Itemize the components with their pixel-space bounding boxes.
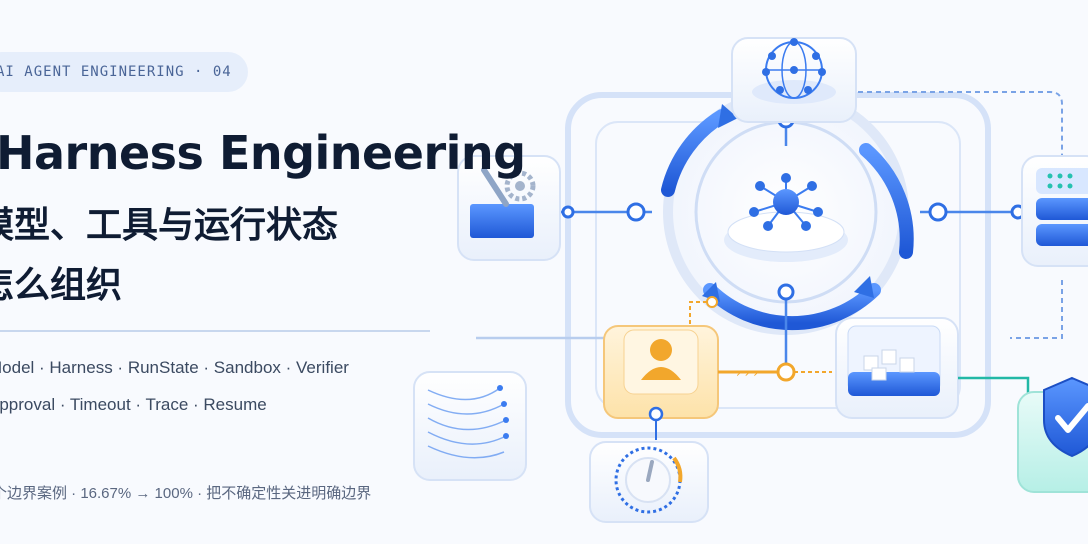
divider: [0, 330, 430, 332]
eyebrow-label: AI AGENT ENGINEERING · 04: [0, 64, 232, 80]
subtitle-line-1: 模型、工具与运行状态: [0, 205, 339, 246]
timeout-dial-icon: [589, 406, 709, 523]
footer-note: 个边界案例 · 16.67% → 100% · 把不确定性关进明确边界: [0, 485, 372, 502]
hero-text: AI AGENT ENGINEERING · 04 Harness Engine…: [0, 0, 526, 544]
keywords-line-2: Approval · Timeout · Trace · Resume: [0, 395, 267, 414]
svg-text:› › ›: › › ›: [736, 366, 758, 380]
network-globe-icon: [731, 37, 857, 123]
keywords-line-1: Model · Harness · RunState · Sandbox · V…: [0, 358, 349, 377]
dashed-connector: [858, 91, 1063, 160]
shield-check-icon: [1017, 376, 1088, 493]
database-stack-icon: [1021, 155, 1088, 267]
tools-box-icon: [457, 155, 561, 261]
trace-lines-icon: [413, 371, 527, 481]
user-icon: › › ›: [603, 296, 832, 419]
sandbox-cubes-icon: [835, 317, 1030, 438]
molecule-core-icon: [724, 173, 848, 262]
cycle-arcs: [661, 109, 914, 331]
subtitle-line-2: 怎么组织: [0, 265, 123, 306]
page-title: Harness Engineering: [0, 126, 526, 180]
eyebrow-pill: AI AGENT ENGINEERING · 04: [0, 52, 248, 92]
